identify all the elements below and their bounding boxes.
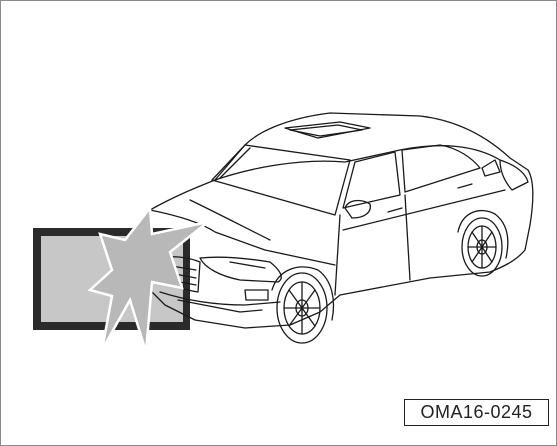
car-icon [150,113,533,343]
figure-code-label: OMA16-0245 [404,399,549,426]
